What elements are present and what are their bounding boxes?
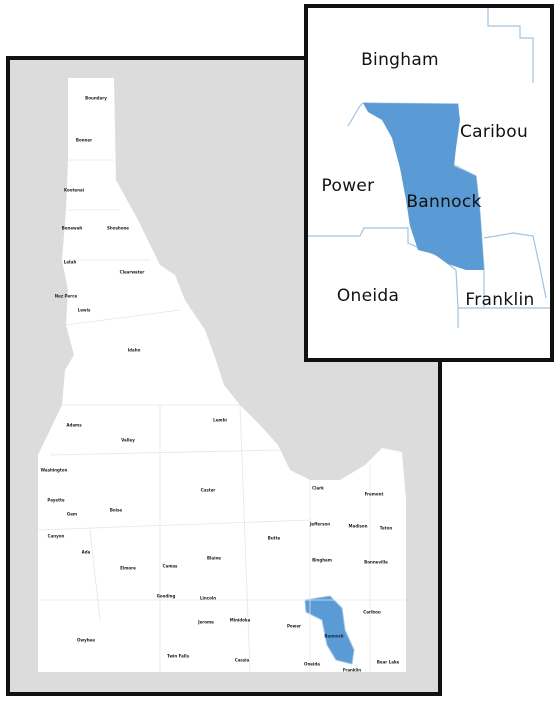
county-label: Idaho bbox=[127, 347, 141, 353]
inset-label-caribou: Caribou bbox=[459, 122, 529, 142]
county-label: Teton bbox=[379, 525, 393, 531]
county-label: Boundary bbox=[85, 95, 107, 101]
county-label: Washington bbox=[40, 467, 68, 473]
county-label: Bingham bbox=[312, 557, 332, 563]
county-label: Bonneville bbox=[364, 559, 388, 565]
county-label: Cassia bbox=[234, 657, 250, 663]
inset-label-power: Power bbox=[321, 176, 375, 196]
inset-label-bingham: Bingham bbox=[361, 50, 439, 70]
state-outline bbox=[38, 78, 406, 672]
county-label: Bear Lake bbox=[376, 659, 400, 665]
county-label: Camas bbox=[162, 563, 178, 569]
state-map bbox=[37, 78, 406, 673]
county-label: Kootenai bbox=[63, 187, 85, 193]
county-label: Latah bbox=[63, 259, 77, 265]
county-label: Owyhee bbox=[77, 637, 95, 643]
county-label: Clark bbox=[312, 485, 324, 491]
county-label: Custer bbox=[200, 487, 216, 493]
county-label: Clearwater bbox=[119, 269, 145, 275]
county-label: Caribou bbox=[363, 609, 381, 615]
county-label: Bonner bbox=[75, 137, 93, 143]
inset-map-frame bbox=[304, 4, 554, 362]
county-label: Lewis bbox=[77, 307, 91, 313]
county-label: Adams bbox=[66, 422, 82, 428]
inset-label-franklin: Franklin bbox=[465, 290, 535, 310]
county-label: Power bbox=[286, 623, 302, 629]
county-label: Fremont bbox=[364, 491, 384, 497]
county-label: Butte bbox=[267, 535, 281, 541]
county-label: Blaine bbox=[206, 555, 222, 561]
county-label: Jefferson bbox=[309, 521, 331, 527]
county-label: Oneida bbox=[304, 661, 320, 667]
county-label: Canyon bbox=[47, 533, 65, 539]
county-label: Gooding bbox=[156, 593, 176, 599]
bannock-county-state bbox=[304, 595, 355, 665]
county-label-bannock: Bannock bbox=[324, 633, 344, 639]
inset-label-oneida: Oneida bbox=[336, 286, 400, 306]
county-label: Gem bbox=[66, 511, 78, 517]
county-label: Valley bbox=[121, 437, 135, 443]
county-label: Minidoka bbox=[229, 617, 251, 623]
county-label: Madison bbox=[348, 523, 368, 529]
bannock-county-inset bbox=[363, 103, 484, 270]
county-borders bbox=[37, 159, 406, 673]
county-label: Benewah bbox=[61, 225, 83, 231]
county-label: Boise bbox=[109, 507, 123, 513]
county-label: Lincoln bbox=[199, 595, 217, 601]
county-label: Shoshone bbox=[106, 225, 130, 231]
county-label: Nez Perce bbox=[54, 293, 78, 299]
inset-label-bannock: Bannock bbox=[406, 192, 482, 212]
county-label: Ada bbox=[81, 549, 91, 555]
county-label: Payette bbox=[47, 497, 65, 503]
county-label: Twin Falls bbox=[167, 653, 189, 659]
county-label: Elmore bbox=[120, 565, 136, 571]
county-label: Jerome bbox=[198, 619, 214, 625]
inset-map bbox=[308, 8, 550, 358]
county-label: Lemhi bbox=[213, 417, 227, 423]
county-label: Franklin bbox=[342, 667, 362, 673]
